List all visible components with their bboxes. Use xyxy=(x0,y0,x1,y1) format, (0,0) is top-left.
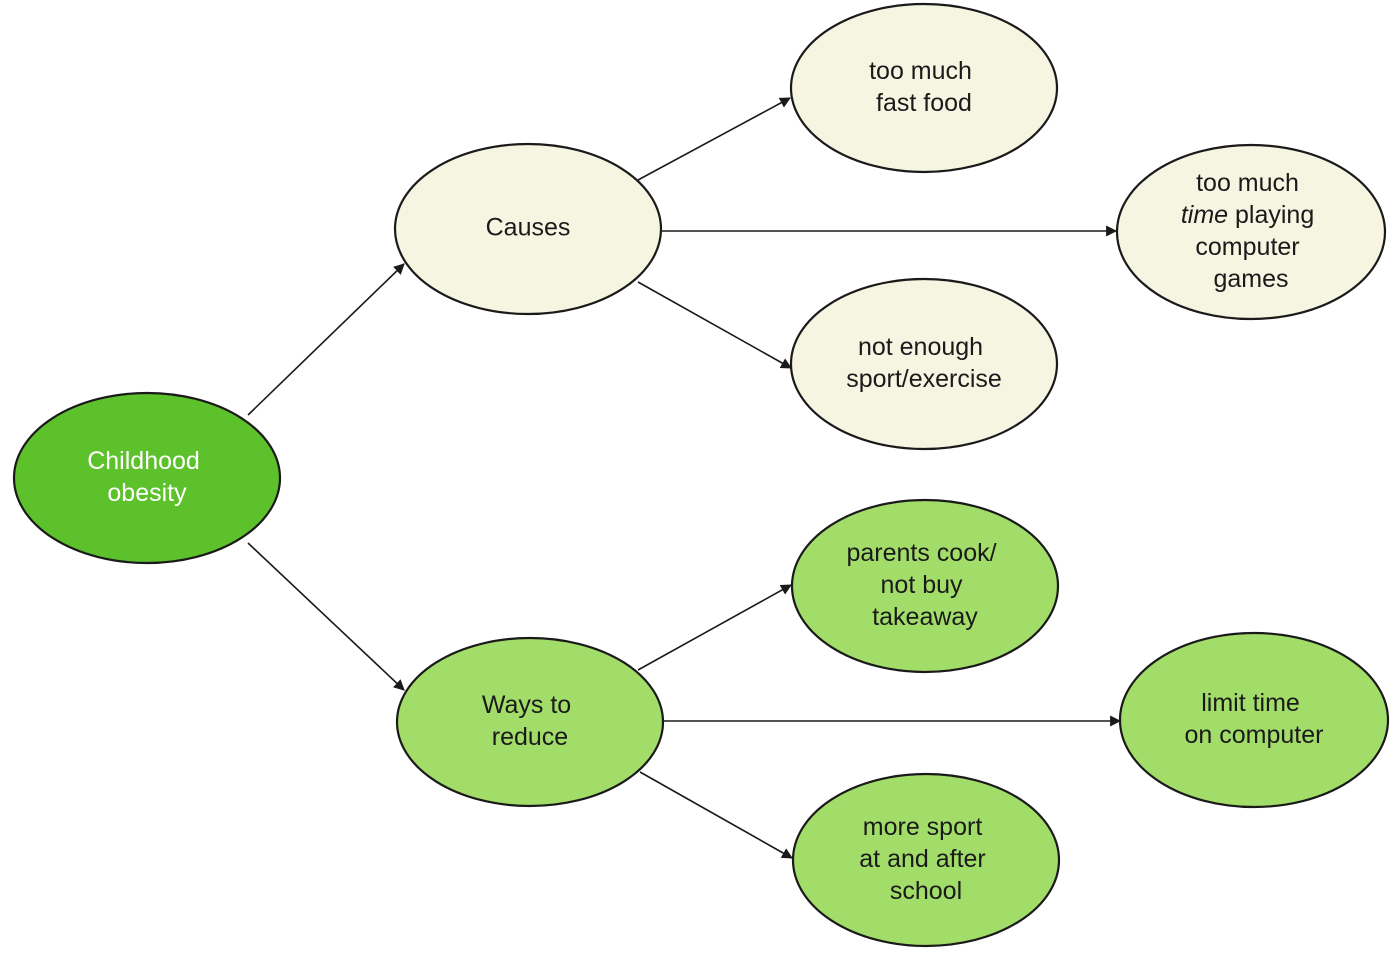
node-childhood-obesity: Childhood obesity xyxy=(12,391,282,565)
node-more-sport: more sport at and after school xyxy=(791,772,1061,948)
node-too-much-time-games: too much time playing computer games xyxy=(1115,143,1387,321)
node-limit-time-label: limit time on computer xyxy=(1185,689,1324,749)
node-causes: Causes xyxy=(393,142,663,316)
node-limit-time-shape xyxy=(1118,631,1390,809)
node-causes-shape xyxy=(393,142,663,316)
node-childhood-obesity-label: Childhood obesity xyxy=(87,447,207,507)
node-childhood-obesity-shape xyxy=(12,391,282,565)
node-limit-time: limit time on computer xyxy=(1118,631,1390,809)
node-more-sport-shape xyxy=(791,772,1061,948)
node-ways-to-reduce-shape xyxy=(395,636,665,808)
node-too-much-fast-food-label: too much fast food xyxy=(869,57,979,117)
node-parents-cook-shape xyxy=(790,498,1060,674)
node-too-much-fast-food-shape xyxy=(789,2,1059,174)
node-causes-label: Causes xyxy=(486,214,571,242)
node-too-much-time-games-label: too much time playing computer games xyxy=(1181,169,1321,293)
node-not-enough-sport-label: not enough sport/exercise xyxy=(846,333,1002,393)
node-ways-to-reduce: Ways to reduce xyxy=(395,636,665,808)
edge-root-ways xyxy=(247,542,405,691)
edge-causes-exercise xyxy=(637,281,792,369)
node-not-enough-sport: not enough sport/exercise xyxy=(789,277,1059,451)
edge-causes-fast-food xyxy=(637,97,791,181)
edge-root-causes xyxy=(247,263,405,416)
node-too-much-time-games-shape xyxy=(1115,143,1387,321)
node-parents-cook-label: parents cook/ not buy takeaway xyxy=(846,539,1003,631)
node-too-much-fast-food: too much fast food xyxy=(789,2,1059,174)
edge-ways-cook xyxy=(637,584,792,671)
node-parents-cook: parents cook/ not buy takeaway xyxy=(790,498,1060,674)
node-ways-to-reduce-label: Ways to reduce xyxy=(482,691,578,751)
node-more-sport-label: more sport at and after school xyxy=(859,813,992,905)
edge-ways-sport xyxy=(639,771,793,859)
node-not-enough-sport-shape xyxy=(789,277,1059,451)
